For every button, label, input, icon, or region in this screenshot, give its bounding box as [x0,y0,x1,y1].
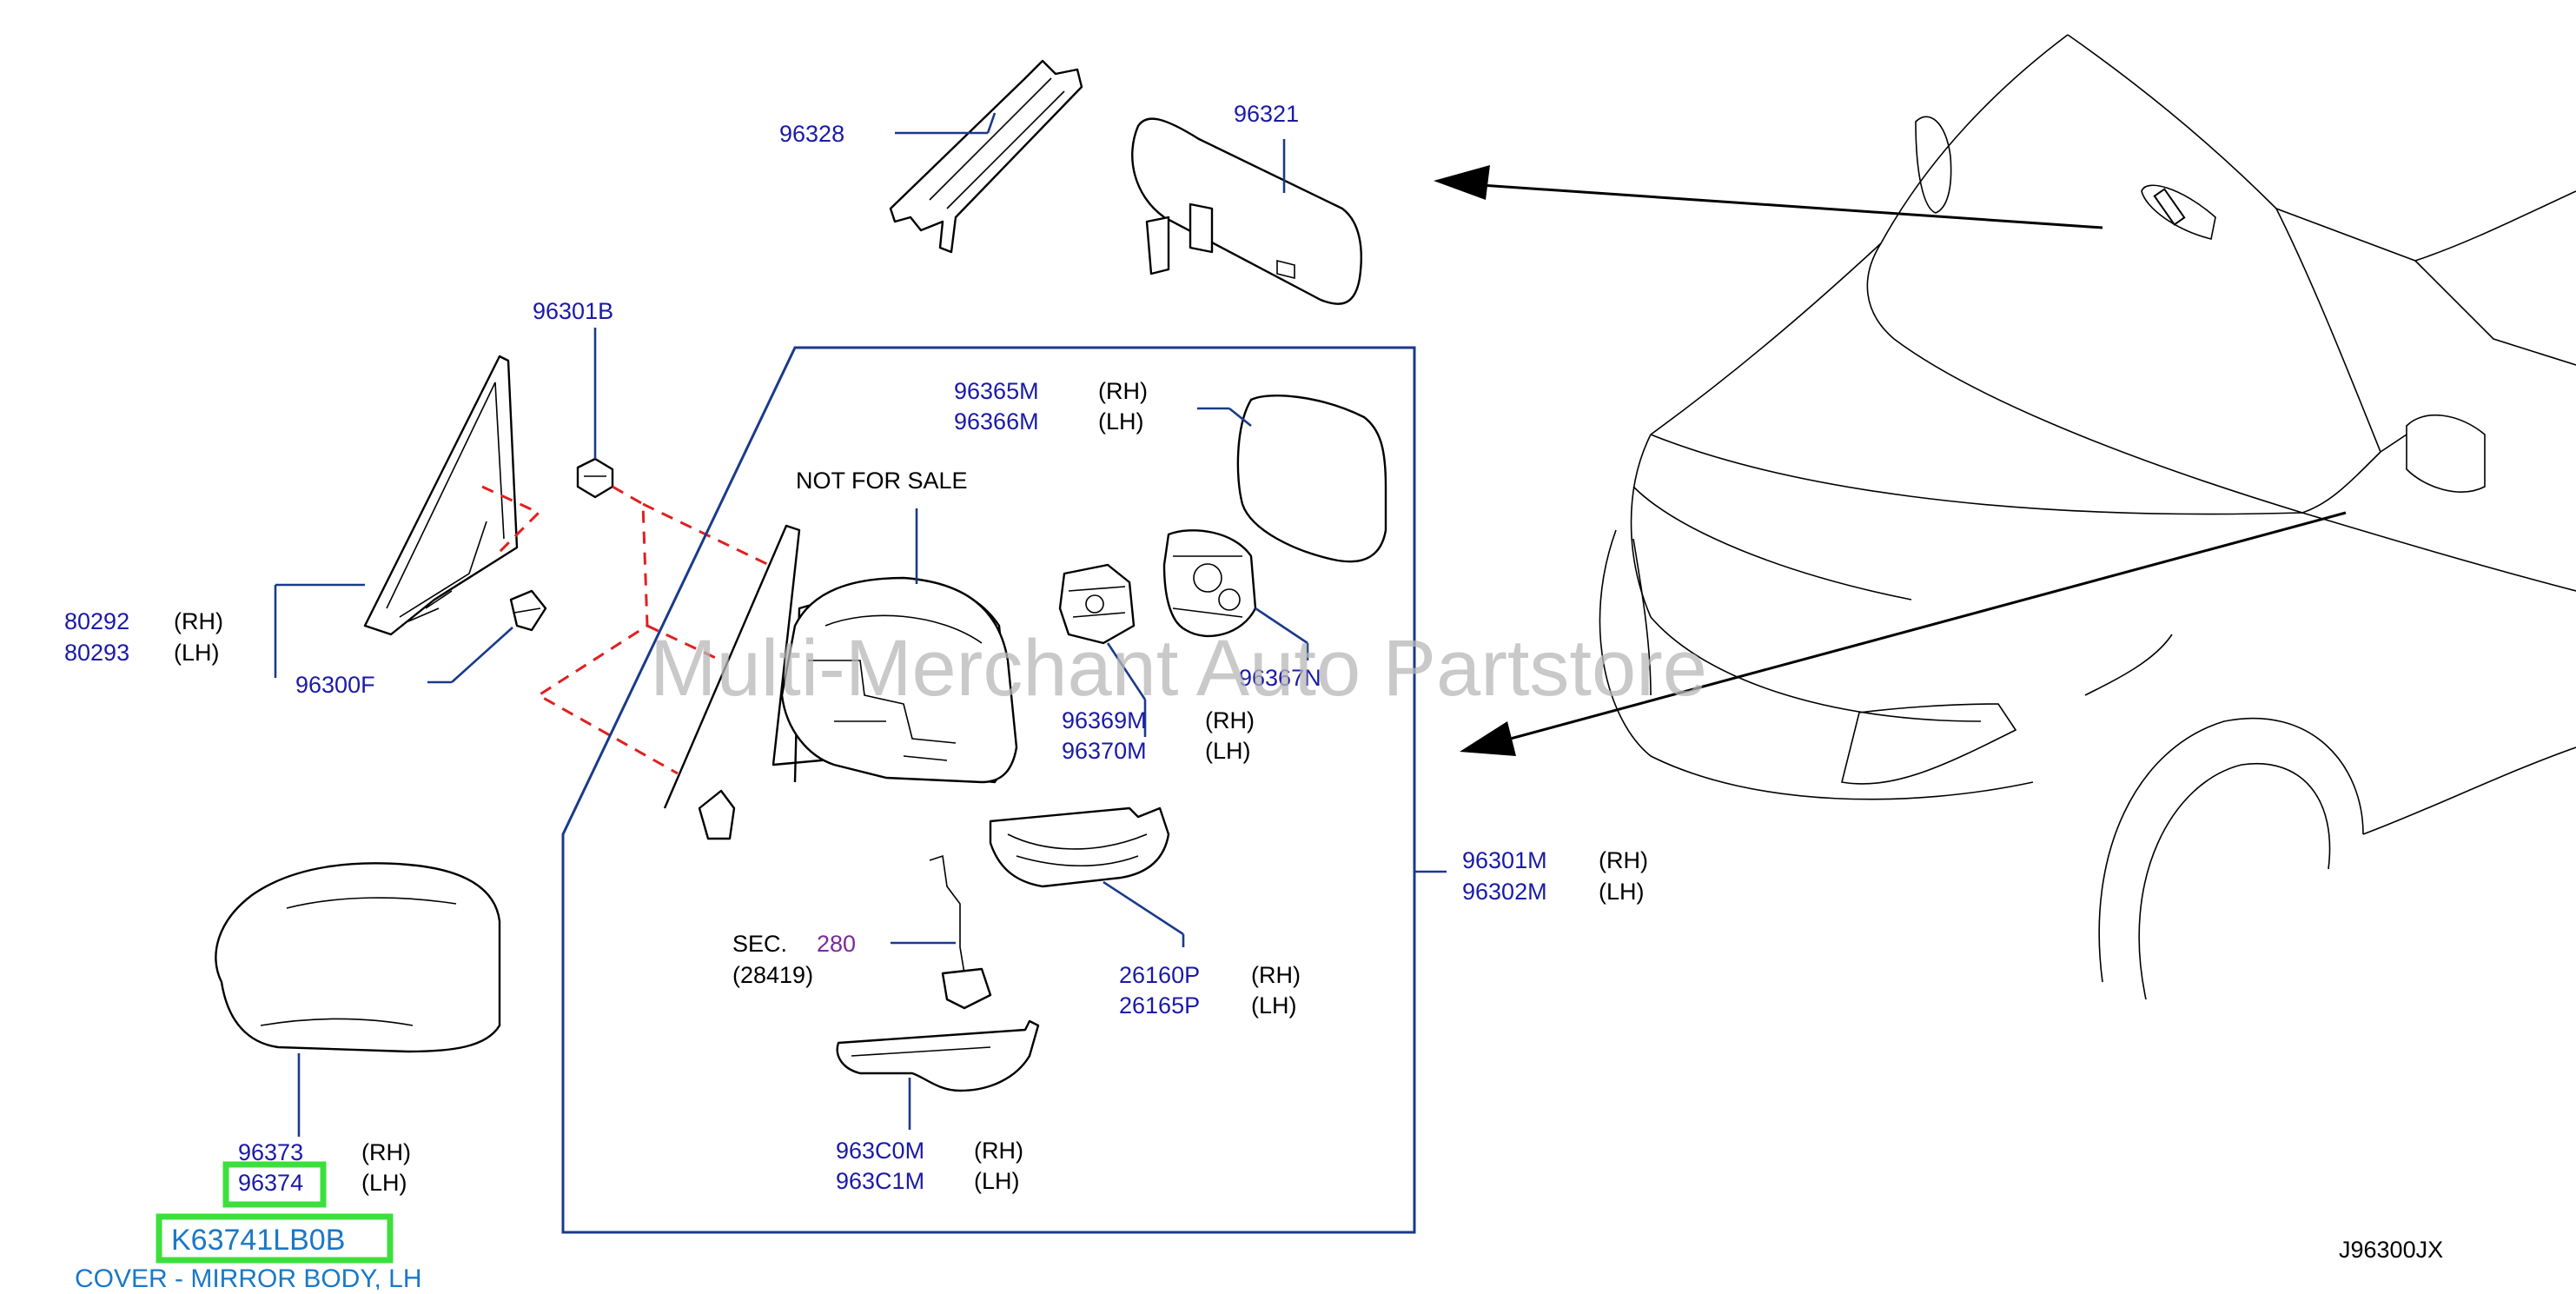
label-963C0M: 963C0M [836,1138,924,1164]
side-lh: (LH) [361,1170,407,1196]
assembly-group-box [561,346,1416,1234]
part-963C0M-lower-cover [836,1019,1040,1092]
part-26160P-turn-signal [989,806,1170,888]
part-96300F-clip [509,589,547,632]
label-96328: 96328 [779,121,844,147]
pointer-arrows [1434,165,2347,756]
part-96321-inside-mirror [1131,117,1362,305]
label-26165P: 26165P [1119,992,1200,1019]
highlighted-part-info[interactable]: K63741LB0B COVER - MIRROR BODY, LH [75,1213,422,1293]
side-rh: (RH) [174,608,223,634]
part-80292-bracket [363,355,519,636]
vehicle-drawing [1599,34,2576,1000]
label-96365M: 96365M [954,378,1039,404]
part-96367N-actuator [1162,529,1257,637]
part-96369M-motor [1058,563,1136,645]
label-96374: 96374 [238,1170,303,1196]
side-rh: (RH) [361,1139,411,1165]
highlight-description: COVER - MIRROR BODY, LH [75,1264,422,1290]
watermark: Multi-Merchant Auto Partstore [650,624,1707,713]
part-harness [929,854,992,1010]
label-96301B: 96301B [533,298,613,324]
part-labels: 96328 96321 96301B NOT FOR SALE 96365M (… [64,101,2443,1263]
side-lh: (LH) [1205,738,1251,764]
part-96365M-mirror-glass [1236,394,1387,563]
label-80293: 80293 [64,640,129,666]
side-lh: (LH) [974,1168,1020,1194]
label-96321: 96321 [1234,101,1299,127]
side-lh: (LH) [1251,992,1297,1019]
leader-lines [274,112,1447,1137]
label-96300F: 96300F [295,672,375,698]
side-rh: (RH) [1599,847,1648,873]
side-rh: (RH) [1098,378,1148,404]
label-96301M: 96301M [1462,847,1547,873]
label-80292: 80292 [64,608,129,634]
side-rh: (RH) [974,1138,1023,1164]
label-963C1M: 963C1M [836,1168,924,1194]
part-96374-mirror-cover [215,862,501,1053]
part-96301M-mirror-assembly [663,524,1018,840]
side-lh: (LH) [1098,408,1144,435]
highlight-96374-box [222,1161,327,1208]
sec-number: 280 [817,931,856,957]
label-96302M: 96302M [1462,879,1547,905]
label-96369M: 96369M [1062,707,1147,733]
side-lh: (LH) [174,640,220,666]
part-96328-bracket [889,59,1083,254]
side-lh: (LH) [1599,879,1645,905]
label-96366M: 96366M [954,408,1039,435]
label-26160P: 26160P [1119,962,1200,988]
not-for-sale-label: NOT FOR SALE [796,468,968,494]
highlight-part-number[interactable]: K63741LB0B [171,1224,345,1257]
sec-sub-label: (28419) [732,962,813,988]
label-96373: 96373 [238,1139,303,1165]
highlight-part-number-box [156,1213,394,1264]
part-96301B-nut [576,457,614,499]
label-96367N: 96367N [1239,665,1321,691]
side-rh: (RH) [1251,962,1301,988]
side-rh: (RH) [1205,707,1255,733]
diagram-code: J96300JX [2339,1237,2443,1263]
sec-label: SEC. [732,931,787,957]
label-96370M: 96370M [1062,738,1147,764]
